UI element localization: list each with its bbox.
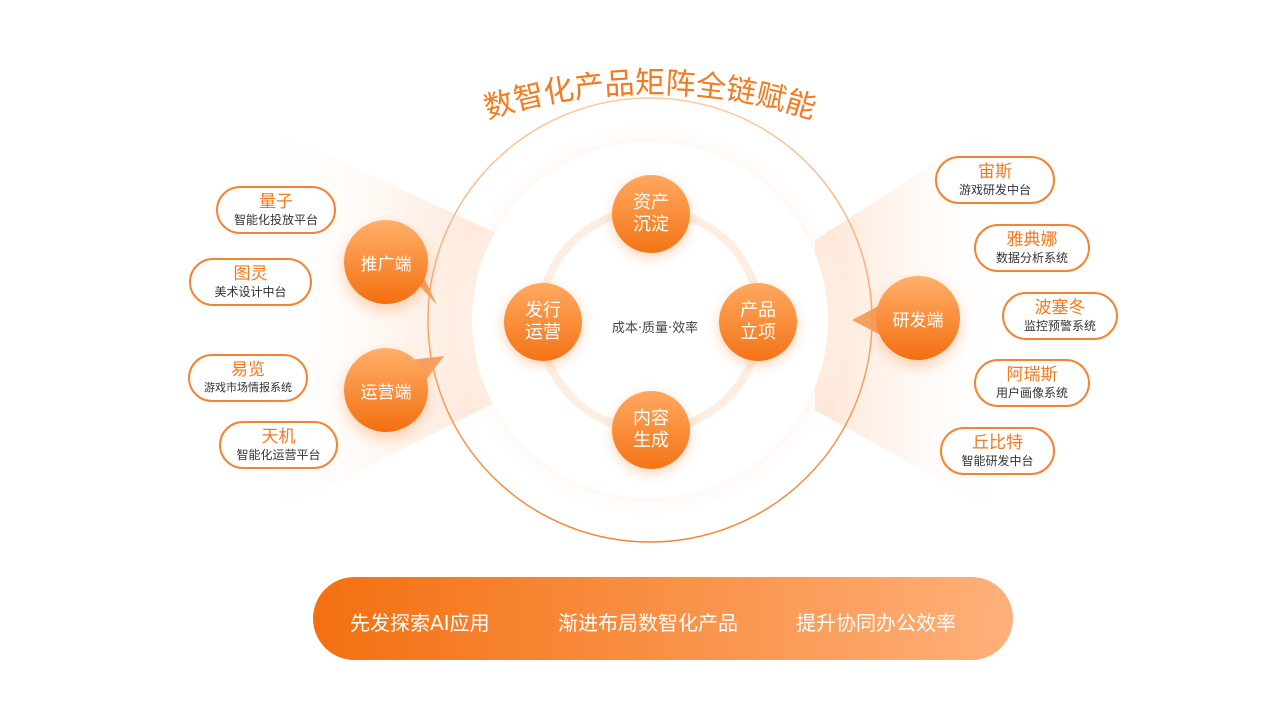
- core-node-asset: 资产 沉淀: [612, 175, 690, 253]
- core-node-publish: 发行 运营: [504, 283, 582, 361]
- page-title: 数智化产品矩阵全链赋能: [480, 66, 820, 126]
- product-pill: 波塞冬监控预警系统: [1002, 292, 1118, 340]
- inner-circle: [472, 142, 828, 498]
- product-pill: 雅典娜数据分析系统: [974, 224, 1090, 272]
- hub-promotion: 推广端: [344, 220, 428, 304]
- product-pill: 宙斯游戏研发中台: [935, 156, 1055, 204]
- core-node-content: 内容 生成: [612, 391, 690, 469]
- banner-item: 先发探索AI应用: [350, 611, 490, 635]
- product-pill: 阿瑞斯用户画像系统: [974, 359, 1090, 407]
- product-pill: 量子智能化投放平台: [216, 186, 336, 234]
- banner-item: 提升协同办公效率: [796, 611, 956, 635]
- core-node-product: 产品 立项: [719, 283, 797, 361]
- product-pill: 丘比特智能研发中台: [940, 427, 1055, 475]
- hub-operation: 运营端: [344, 348, 428, 432]
- product-pill: 易览游戏市场情报系统: [188, 354, 308, 402]
- banner-item: 渐进布局数智化产品: [558, 611, 738, 635]
- product-pill: 天机智能化运营平台: [219, 421, 338, 469]
- bottom-banner: 先发探索AI应用 渐进布局数智化产品 提升协同办公效率: [313, 577, 1013, 660]
- center-text: 成本·质量·效率: [611, 321, 699, 336]
- hub-rnd: 研发端: [876, 276, 960, 360]
- product-pill: 图灵美术设计中台: [189, 258, 312, 306]
